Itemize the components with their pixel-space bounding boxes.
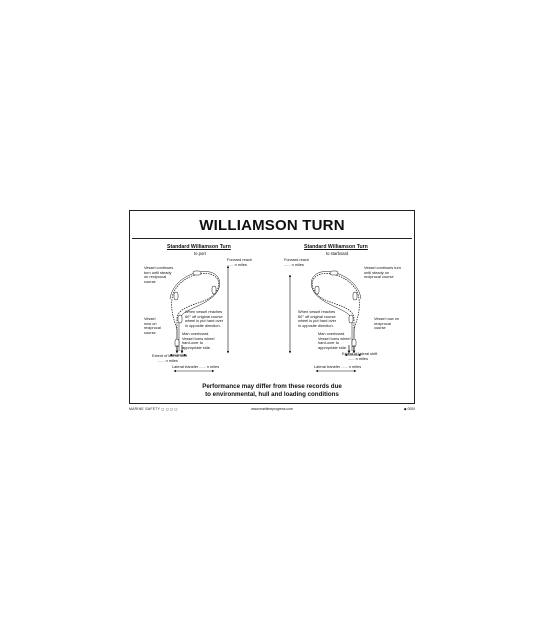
- williamson-turn-poster: WILLIAMSON TURN: [129, 210, 415, 404]
- port-ship-4: [177, 314, 183, 324]
- port-lateral-shift-label: Extent of lateral shift...... n miles: [152, 353, 188, 363]
- footer-left-code: MARINE SAFETY ◻ ◻ ◻ ◻: [129, 407, 178, 411]
- turn-diagrams: [169, 265, 362, 373]
- starboard-track-solid: [311, 271, 362, 351]
- starboard-ship-2: [329, 270, 339, 276]
- port-ship-2: [192, 270, 202, 276]
- starboard-ship-1: [352, 291, 358, 301]
- starboard-turn-diagram: [288, 270, 362, 373]
- footer-right-code: ◆ 0000: [403, 407, 415, 411]
- starboard-turn-track: [311, 273, 360, 351]
- port-turn-diagram: [169, 265, 230, 373]
- starboard-ship-3: [314, 285, 320, 295]
- port-panel-subheading: to port: [194, 251, 206, 256]
- footer-website: www.maritimeprogress.com: [251, 407, 293, 411]
- starboard-lateral-shift-label: Extent of lateral shift...... n miles: [342, 351, 378, 361]
- port-ship-1: [173, 291, 179, 301]
- starboard-panel-subheading: to starboard: [326, 251, 349, 256]
- starboard-ship-4: [348, 314, 354, 324]
- port-lateral-transfer-label: Lateral transfer ...... n miles: [172, 364, 220, 369]
- starboard-panel-heading: Standard Williamson Turn: [304, 244, 368, 250]
- port-ship-3: [211, 285, 217, 295]
- port-panel-heading: Standard Williamson Turn: [167, 244, 231, 250]
- poster-title: WILLIAMSON TURN: [199, 217, 345, 234]
- performance-note: Performance may differ from these record…: [202, 383, 342, 398]
- starboard-lateral-transfer-label: Lateral transfer ...... n miles: [314, 364, 362, 369]
- title-underline: [132, 238, 412, 239]
- port-track-solid: [169, 271, 220, 351]
- starboard-forward-reach-label: Forward reach...... n miles: [284, 257, 310, 267]
- port-turn-track: [171, 273, 220, 351]
- port-forward-reach-label: Forward reach...... n miles: [227, 257, 253, 267]
- poster-footer: MARINE SAFETY ◻ ◻ ◻ ◻ www.maritimeprogre…: [129, 406, 415, 414]
